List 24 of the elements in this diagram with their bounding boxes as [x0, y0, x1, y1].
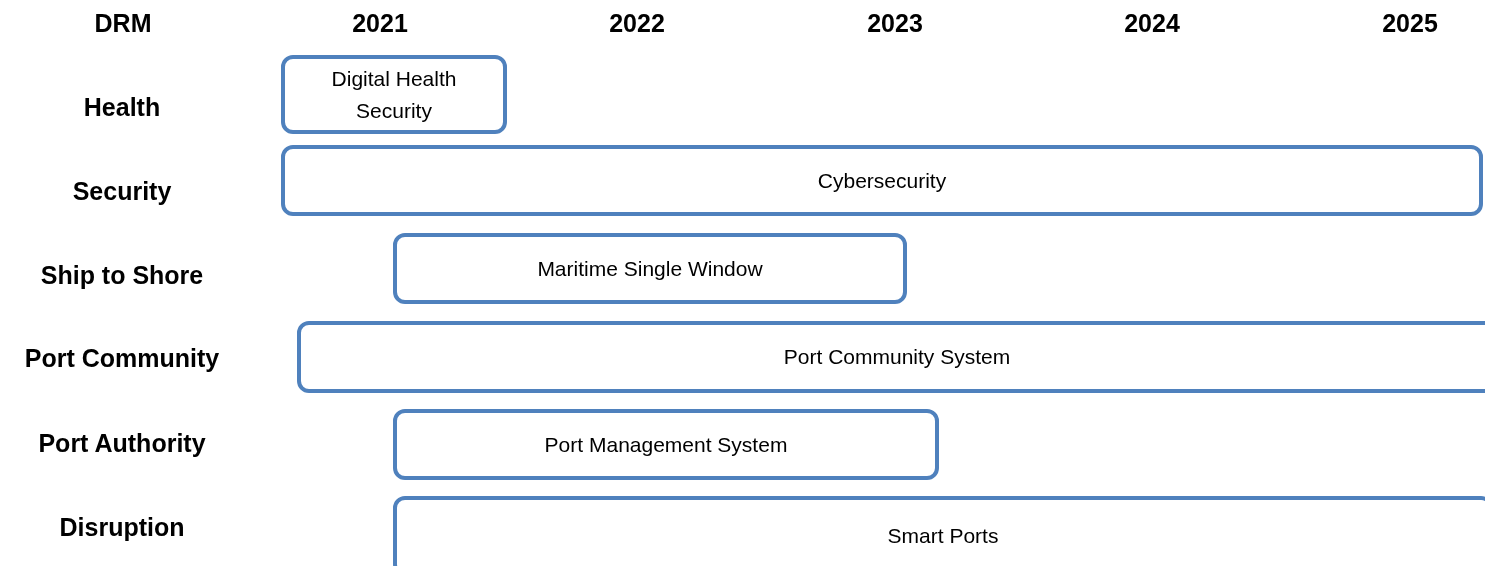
year-header: 2024	[1124, 8, 1180, 38]
year-header: 2025	[1382, 8, 1438, 38]
timeline-bar	[281, 55, 507, 134]
row-label: Port Authority	[38, 428, 206, 458]
year-header: 2022	[609, 8, 665, 38]
bar-label: Port Community System	[783, 344, 1011, 371]
timeline-bar	[393, 233, 907, 304]
timeline-bar	[393, 409, 939, 480]
row-label: Port Community	[24, 343, 220, 373]
row-label: Health	[83, 92, 161, 122]
timeline-bar	[393, 496, 1485, 566]
timeline-bar	[297, 321, 1485, 393]
bar-label: Digital Health Security	[330, 66, 458, 124]
row-label: Disruption	[59, 512, 185, 542]
year-header: 2021	[352, 8, 408, 38]
row-label: Security	[72, 176, 172, 206]
bar-label: Port Management System	[544, 431, 788, 458]
bar-label: Maritime Single Window	[537, 255, 763, 282]
bar-label: Cybersecurity	[817, 167, 947, 194]
bar-label: Smart Ports	[887, 523, 999, 550]
year-header: 2023	[867, 8, 923, 38]
column-header: DRM	[94, 8, 152, 38]
row-label: Ship to Shore	[40, 260, 204, 290]
timeline-bar	[281, 145, 1483, 216]
